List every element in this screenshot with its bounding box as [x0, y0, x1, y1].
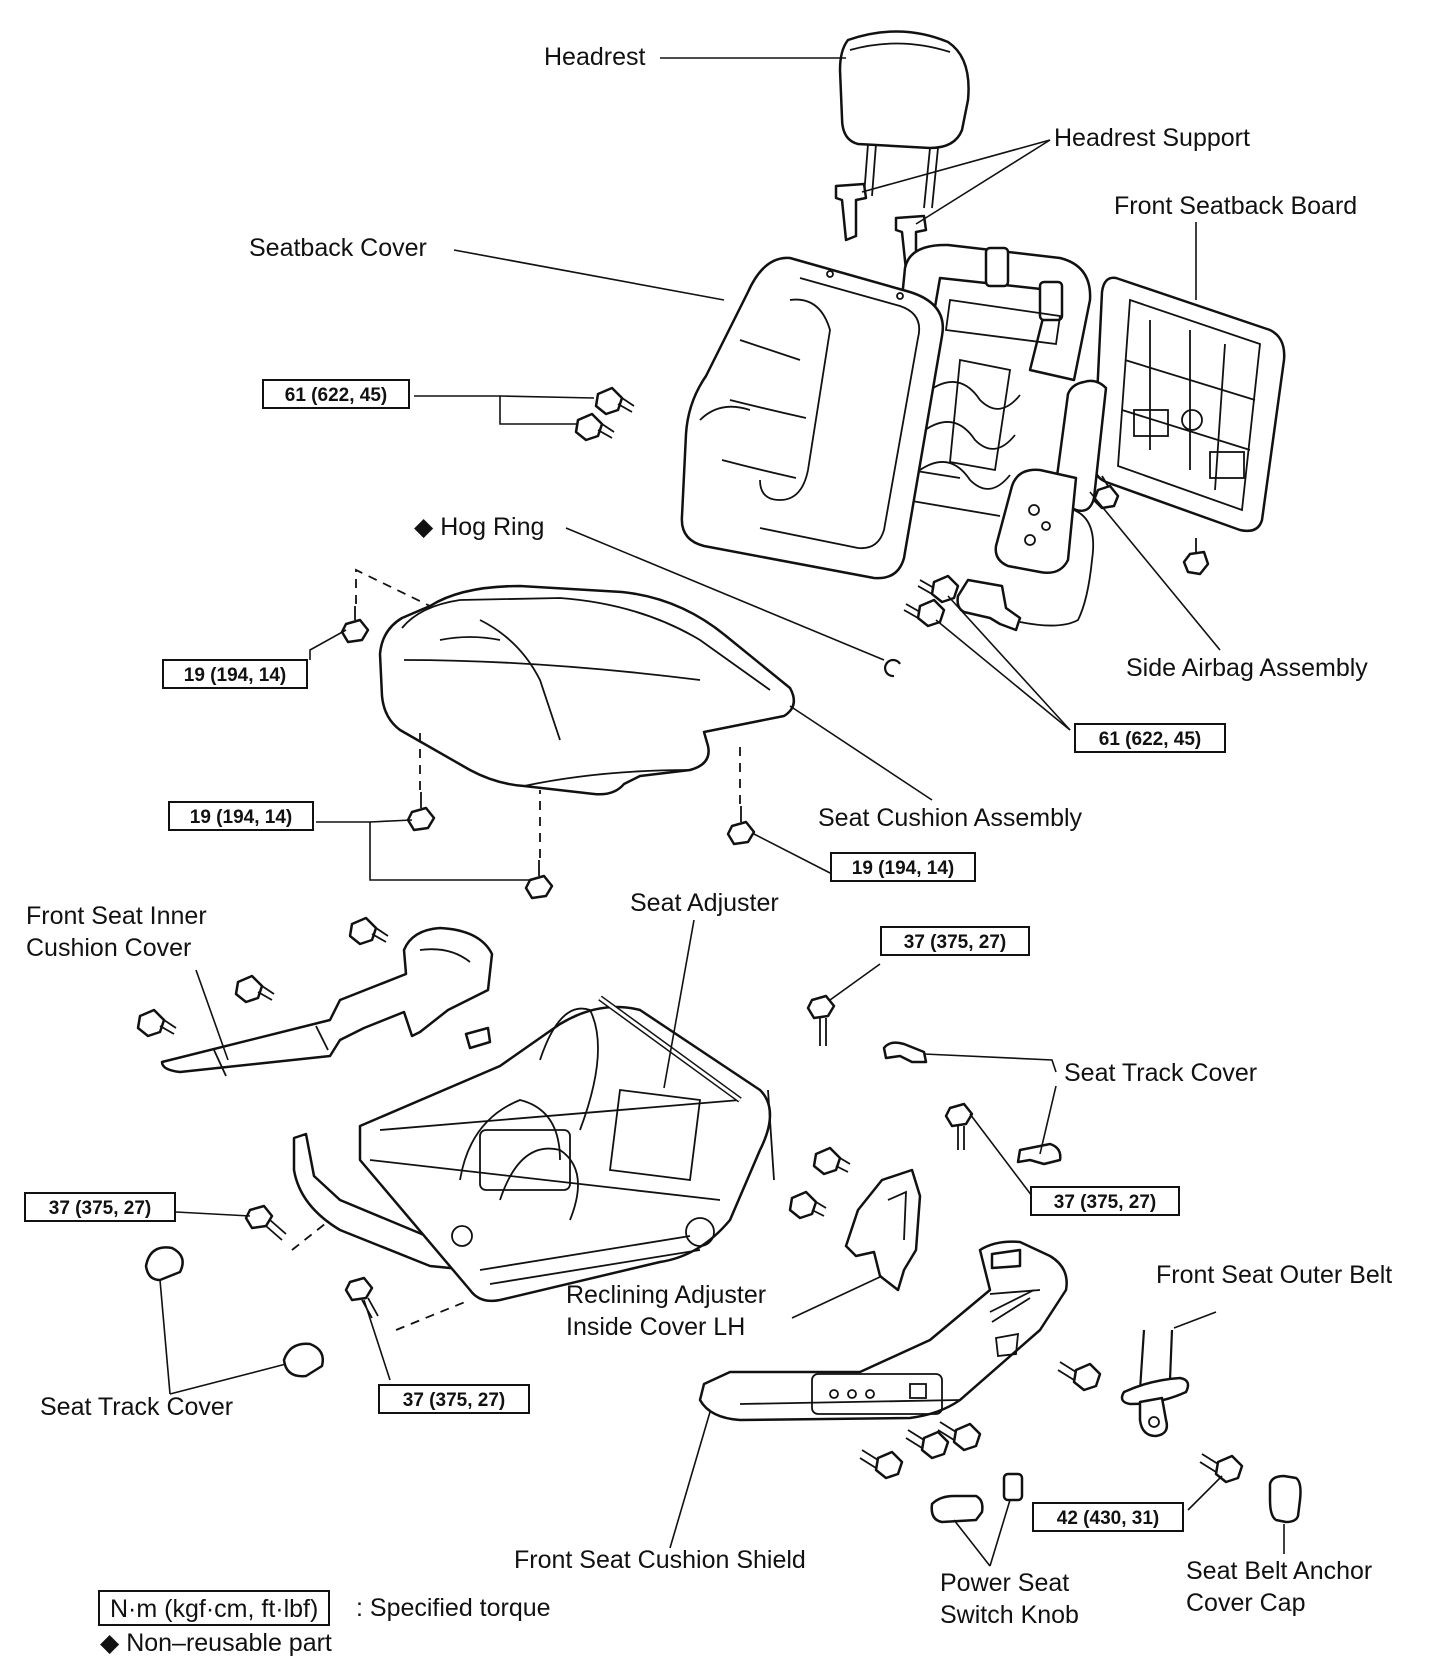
seatback-cover-illustration — [680, 256, 945, 580]
label-headrest-support: Headrest Support — [1054, 124, 1250, 152]
label-front-seatback-board: Front Seatback Board — [1114, 192, 1358, 220]
label-side-airbag-assembly: Side Airbag Assembly — [1126, 654, 1368, 682]
belt-cover-cap-illustration — [1268, 1474, 1302, 1524]
torque-box-cushion-rear-left: 19 (194, 14) — [162, 659, 308, 689]
label-front-seat-outer-belt: Front Seat Outer Belt — [1156, 1261, 1393, 1289]
label-hog-ring-text: Hog Ring — [440, 513, 545, 541]
airbag-bolts-illustration — [903, 475, 1210, 628]
label-seat-track-cover-left: Seat Track Cover — [40, 1393, 234, 1421]
seat-adjuster-illustration — [292, 995, 775, 1303]
outer-belt-illustration — [1120, 1329, 1190, 1438]
label-seat-track-cover-right: Seat Track Cover — [1064, 1059, 1258, 1087]
inner-cushion-cover-illustration — [136, 916, 494, 1077]
adjuster-bolts-illustration — [244, 994, 974, 1319]
label-hog-ring: ◆ Hog Ring — [414, 512, 544, 542]
seat-track-covers-illustration — [144, 1041, 1062, 1378]
belt-anchor-bolt-illustration — [1199, 1453, 1244, 1484]
torque-box-seatback-bolts: 61 (622, 45) — [262, 379, 410, 409]
label-inner-cushion-cover-line1: Front Seat Inner — [26, 902, 207, 930]
torque-box-cushion-right: 19 (194, 14) — [830, 852, 976, 882]
headrest-illustration — [838, 30, 970, 209]
reclining-adjuster-cover-illustration — [844, 1168, 922, 1292]
torque-box-adjuster-bottom: 37 (375, 27) — [378, 1384, 530, 1414]
cushion-shield-illustration — [698, 1240, 1068, 1422]
legend-torque-meaning: : Specified torque — [356, 1594, 551, 1622]
nonreusable-diamond-icon: ◆ — [414, 513, 434, 541]
legend-torque-units: N·m (kgf·cm, ft·lbf) — [98, 1590, 331, 1626]
label-belt-anchor-cover-cap-line1: Seat Belt Anchor — [1186, 1557, 1373, 1585]
legend-nonreusable: ◆ Non–reusable part — [100, 1628, 332, 1658]
label-power-seat-switch-knob-line2: Switch Knob — [940, 1601, 1079, 1629]
label-seatback-cover: Seatback Cover — [249, 234, 427, 262]
label-belt-anchor-cover-cap-line2: Cover Cap — [1186, 1589, 1306, 1617]
torque-box-adjuster-left: 37 (375, 27) — [24, 1192, 176, 1222]
torque-box-belt-anchor: 42 (430, 31) — [1032, 1502, 1184, 1532]
label-inner-cushion-cover-line2: Cushion Cover — [26, 934, 192, 962]
shield-screws-illustration — [859, 1361, 1102, 1480]
leader-lines — [159, 57, 1285, 1567]
torque-box-adjuster-right-top: 37 (375, 27) — [880, 926, 1030, 956]
label-power-seat-switch-knob-line1: Power Seat — [940, 1569, 1070, 1597]
switch-knobs-illustration — [930, 1472, 1024, 1524]
legend-nonreusable-text: Non–reusable part — [126, 1629, 332, 1657]
torque-box-airbag-bolts: 61 (622, 45) — [1074, 723, 1226, 753]
seatback-bolts-illustration — [574, 386, 635, 442]
legend-diamond-icon: ◆ — [100, 1629, 120, 1657]
seat-cushion-illustration — [378, 584, 796, 796]
label-seat-adjuster: Seat Adjuster — [630, 889, 779, 917]
label-front-seat-cushion-shield: Front Seat Cushion Shield — [514, 1546, 806, 1574]
label-reclining-adjuster-line2: Inside Cover LH — [566, 1313, 746, 1341]
label-seat-cushion-assembly: Seat Cushion Assembly — [818, 804, 1083, 832]
front-seatback-board-illustration — [1092, 276, 1286, 533]
side-airbag-illustration — [956, 379, 1108, 632]
torque-box-cushion-front-left: 19 (194, 14) — [168, 801, 314, 831]
hog-ring-illustration — [884, 658, 901, 678]
label-reclining-adjuster-line1: Reclining Adjuster — [566, 1281, 767, 1309]
label-headrest: Headrest — [544, 43, 646, 71]
torque-box-track-cover-right: 37 (375, 27) — [1030, 1186, 1180, 1216]
